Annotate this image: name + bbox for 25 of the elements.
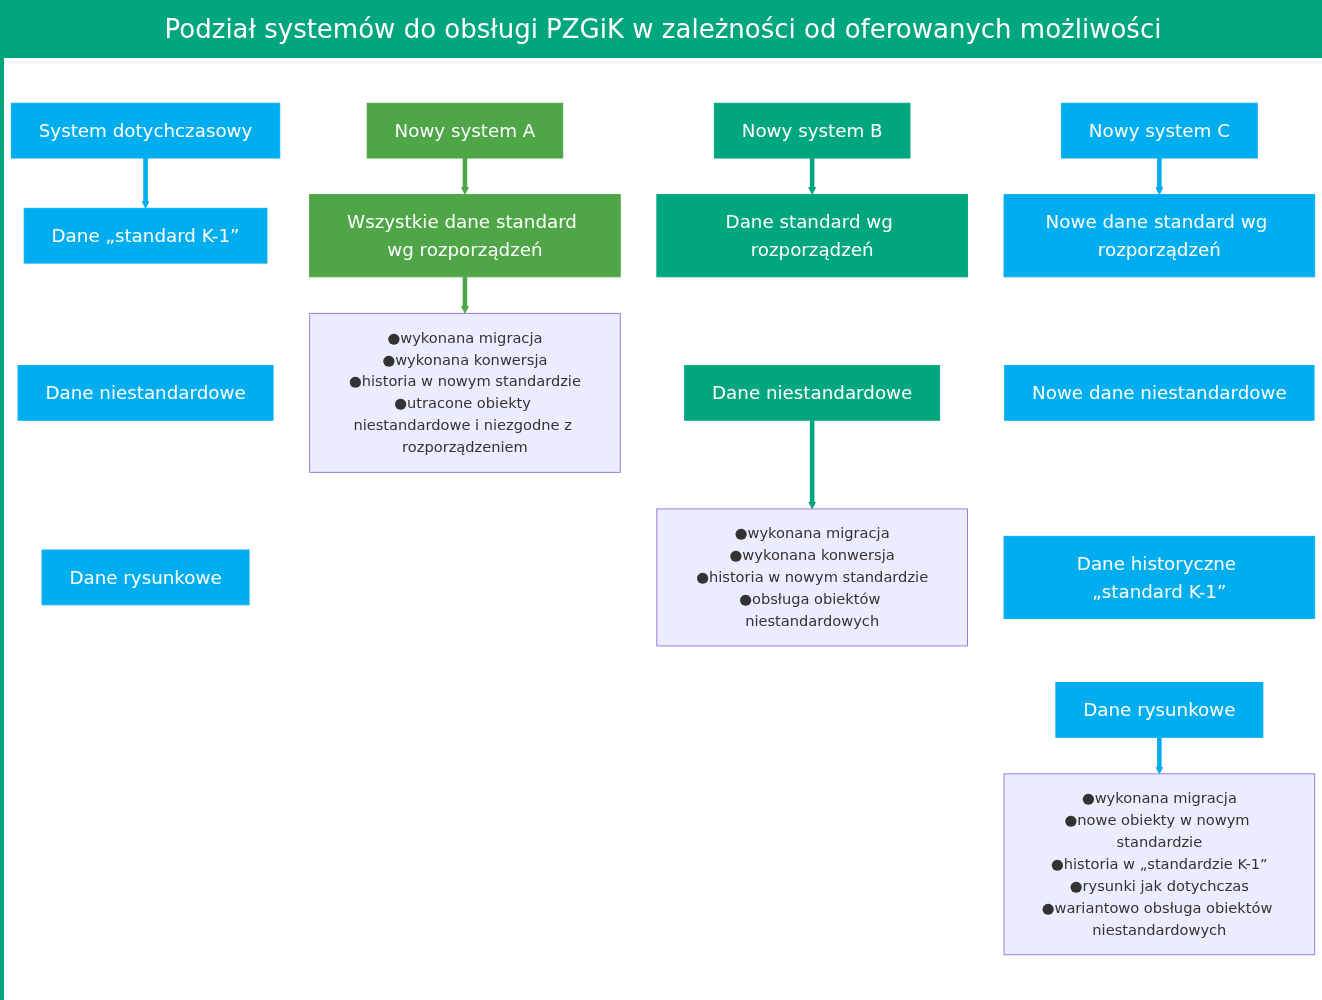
arrow xyxy=(460,276,469,314)
node-box: Dane niestandardowe xyxy=(17,365,274,421)
node-box: Dane standard wg rozporządzeń xyxy=(656,194,968,278)
arrow xyxy=(808,420,817,510)
node-box: Nowy system B xyxy=(713,102,911,159)
node-box: Dane niestandardowe xyxy=(684,365,941,421)
node-box: Dane rysunkowe xyxy=(1055,682,1264,738)
arrow xyxy=(141,158,150,209)
arrow xyxy=(460,158,469,195)
node-box: System dotychczasowy xyxy=(10,102,281,159)
node-box: Dane „standard K-1” xyxy=(23,207,268,264)
node-box: ●wykonana migracja ●nowe obiekty w nowym standardzie ●historia w „standardzie K-1” ●rysunki jak dotychczas ●wariantowo obsługa obiektów niestandardowych xyxy=(1003,773,1316,956)
node-box: Nowy system A xyxy=(366,102,564,159)
title-banner: Podział systemów do obsługi PZGiK w zależności od oferowanych możliwości xyxy=(4,0,1322,58)
node-box: Nowe dane niestandardowe xyxy=(1004,365,1315,421)
node-box: Wszystkie dane standard wg rozporządzeń xyxy=(309,194,621,278)
node-box: Dane historyczne „standard K-1” xyxy=(1003,535,1316,619)
arrow xyxy=(808,158,817,195)
arrow xyxy=(1155,737,1164,775)
node-box: Dane rysunkowe xyxy=(41,549,250,606)
node-box: ●wykonana migracja ●wykonana konwersja ●historia w nowym standardzie ●utracone obiekty niestandardowe i niezgodne z rozporządzeniem xyxy=(309,312,621,473)
node-box: ●wykonana migracja ●wykonana konwersja ●historia w nowym standardzie ●obsługa obiektów niestandardowych xyxy=(656,508,968,647)
node-box: Nowe dane standard wg rozporządzeń xyxy=(1003,194,1316,278)
arrow xyxy=(1155,158,1164,195)
node-box: Nowy system C xyxy=(1060,102,1258,159)
